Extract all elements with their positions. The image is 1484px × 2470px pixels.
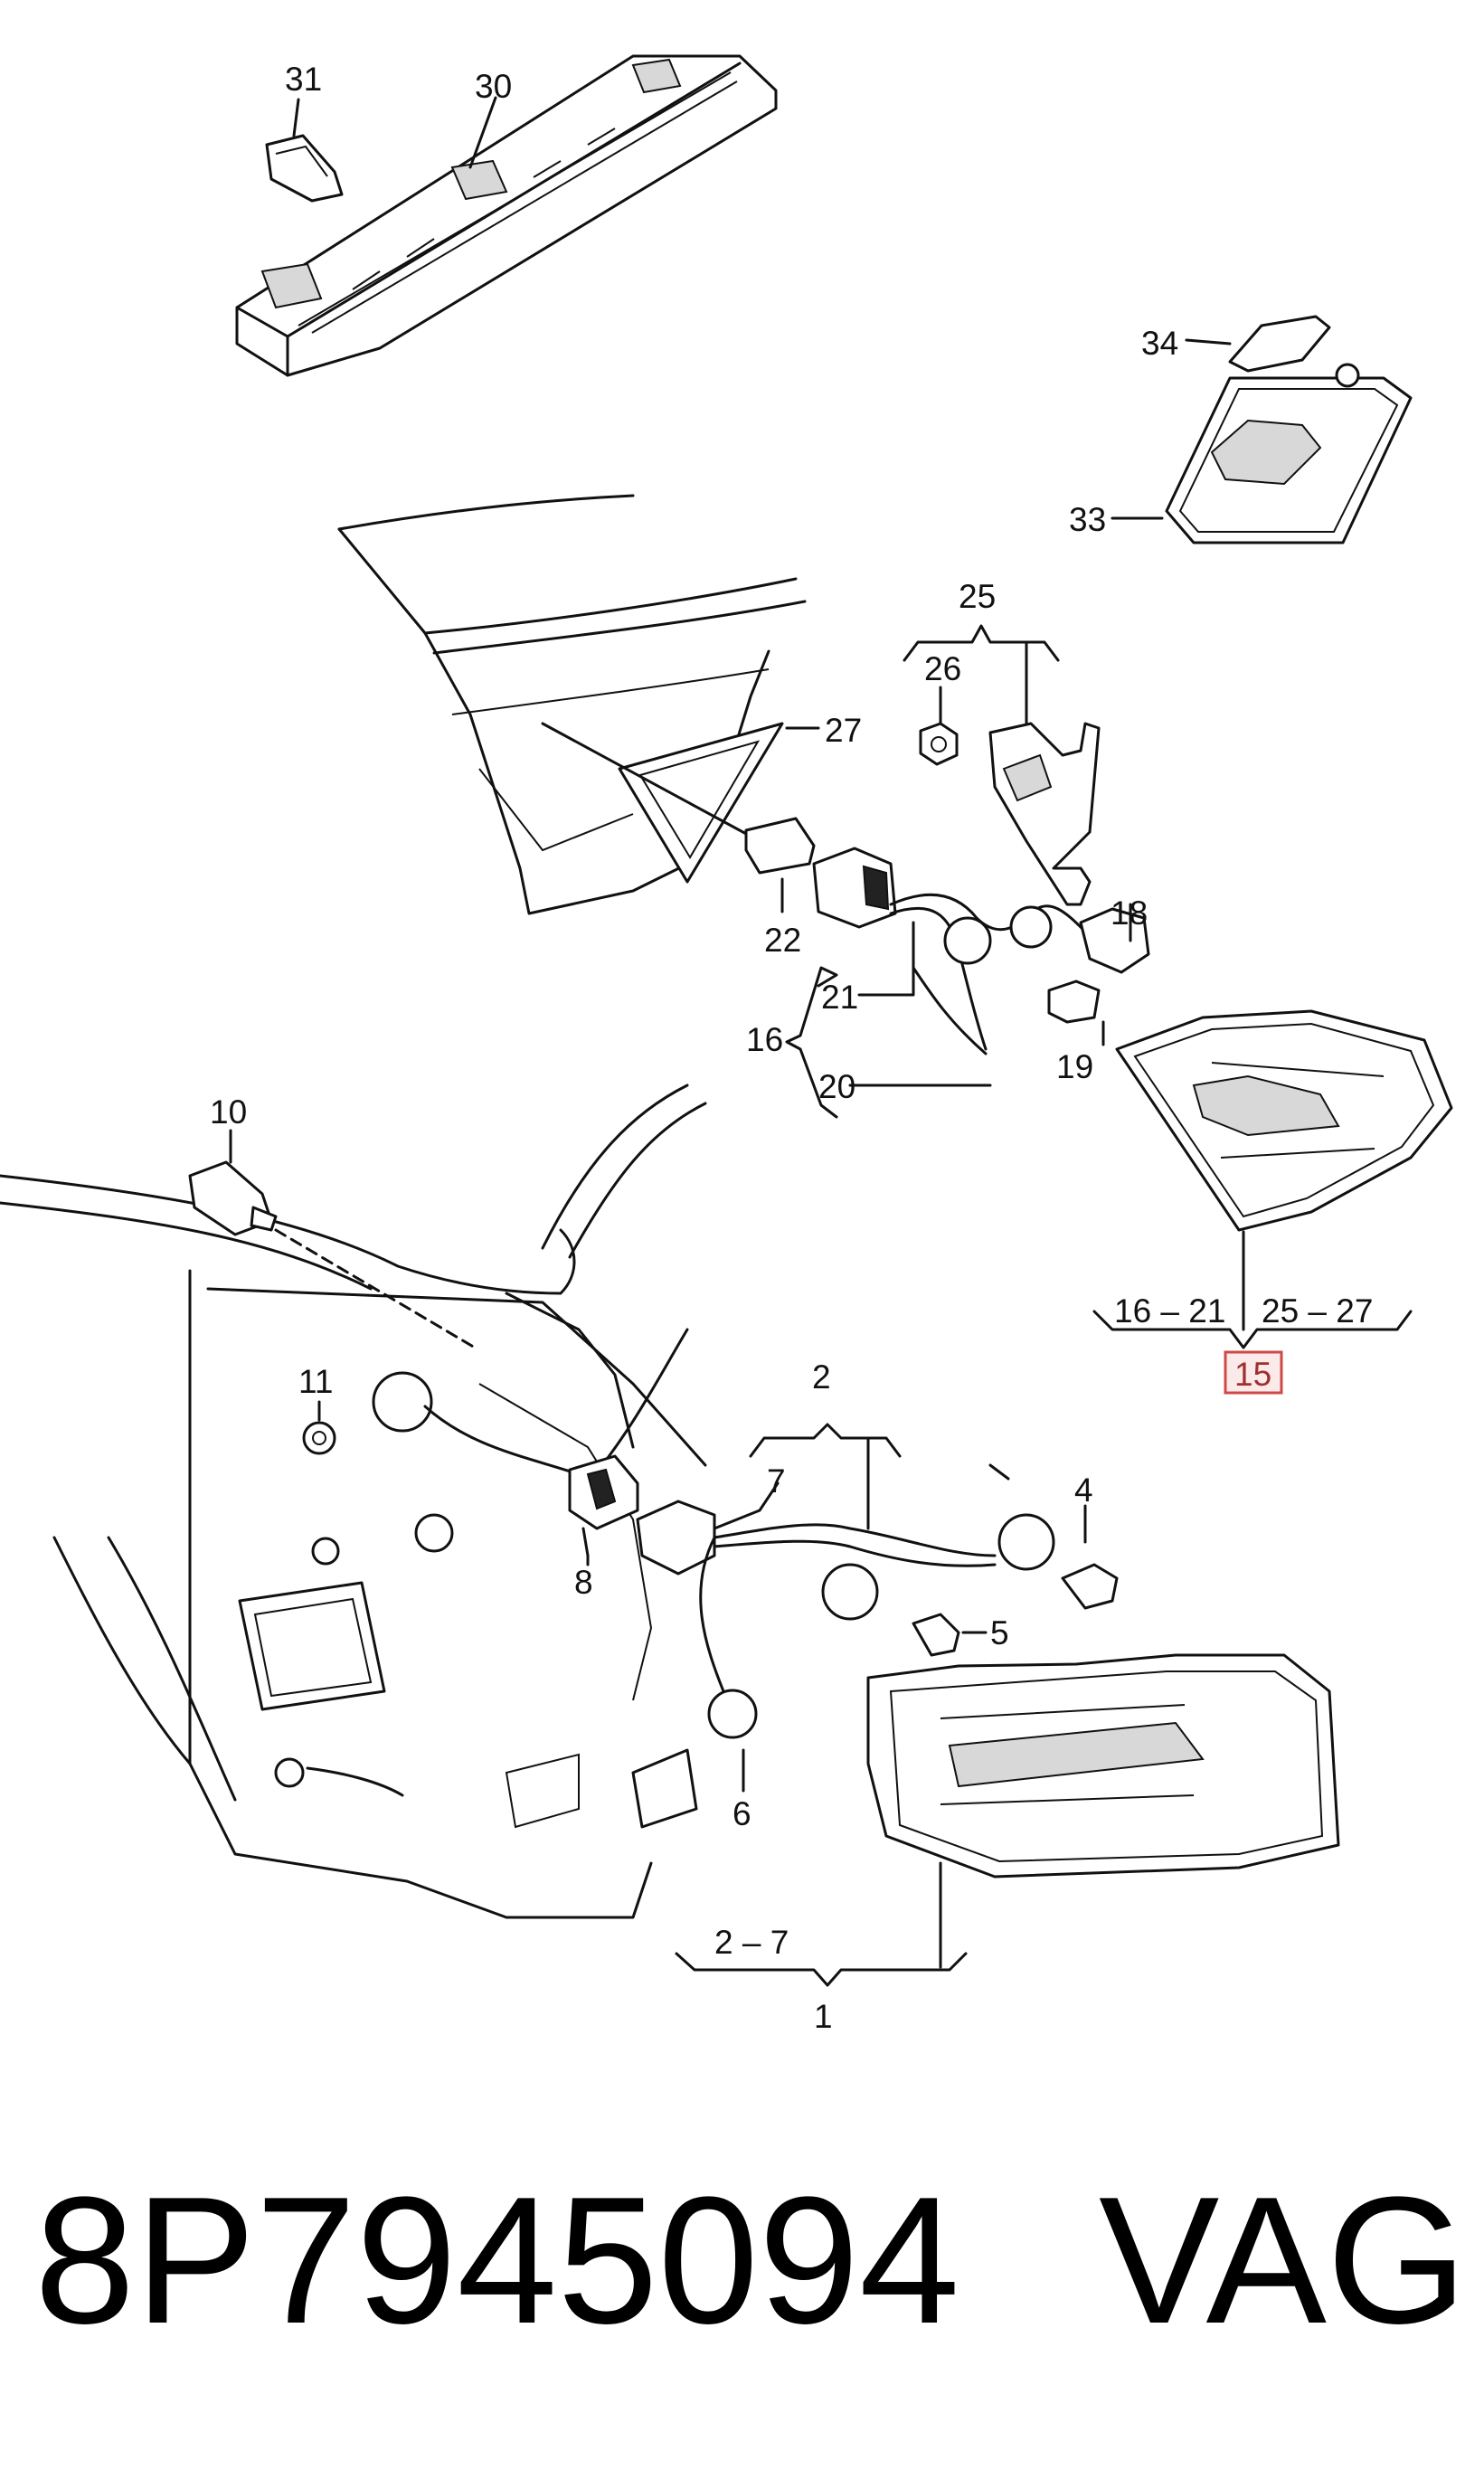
callout-18: 18 (1111, 894, 1148, 932)
bracket-27 (618, 722, 820, 884)
dashed-leader-10 (274, 1228, 477, 1349)
brand-name: VAG (1099, 2160, 1468, 2361)
callout-22: 22 (764, 922, 801, 959)
bracket-16 (785, 966, 838, 1119)
holder-25 (988, 722, 1101, 906)
tail-light-15 (1115, 1009, 1453, 1232)
callout-25: 25 (959, 578, 996, 615)
callout-16: 16 (746, 1021, 783, 1058)
callout-26: 26 (924, 650, 961, 687)
callout-6: 6 (733, 1795, 751, 1832)
bracket-25 (903, 624, 1060, 662)
callout-2-7: 2 – 7 (714, 1924, 789, 1961)
harness-2 (423, 1405, 1119, 1793)
callout-21: 21 (821, 979, 858, 1016)
callout-1: 1 (814, 1998, 833, 2035)
bracket-15 (1092, 1310, 1413, 1349)
brake-light-30 (235, 54, 778, 377)
connector-22 (744, 817, 816, 913)
callout-33: 33 (1069, 501, 1106, 538)
callout-16-21: 16 – 21 (1114, 1292, 1225, 1330)
callout-7: 7 (767, 1462, 786, 1500)
harness-16 (812, 847, 1150, 1087)
callout-31: 31 (285, 61, 322, 98)
nut-26 (919, 686, 959, 766)
callout-8: 8 (574, 1564, 593, 1601)
callout-20: 20 (818, 1068, 855, 1105)
callout-34: 34 (1141, 325, 1178, 362)
callout-27: 27 (825, 712, 862, 749)
sensor-10 (188, 1129, 278, 1236)
leader-7 (713, 1481, 780, 1530)
leader-30 (468, 96, 497, 169)
connector-cable-22 (541, 722, 761, 843)
callout-4: 4 (1074, 1472, 1093, 1509)
callout-15: 15 (1234, 1356, 1271, 1393)
tail-light-1 (866, 1653, 1340, 1879)
callout-5: 5 (990, 1614, 1009, 1651)
callout-2: 2 (812, 1358, 831, 1396)
body-structure-lower (0, 1084, 1010, 1919)
clip-31 (265, 98, 344, 203)
callout-10: 10 (210, 1093, 247, 1131)
grommet-11 (302, 1400, 336, 1455)
part-number: 8P7945094 (34, 2160, 960, 2361)
license-lamp-33 (1111, 363, 1413, 544)
highlight-box-15 (1224, 1350, 1283, 1395)
bracket-1 (675, 1952, 968, 1987)
body-panel-upper (337, 494, 807, 915)
callout-25-27: 25 – 27 (1262, 1292, 1373, 1330)
callout-19: 19 (1056, 1048, 1093, 1085)
callout-11: 11 (298, 1363, 333, 1400)
callout-30: 30 (475, 68, 512, 105)
bracket-2 (749, 1423, 902, 1458)
bulb-34 (1185, 315, 1331, 373)
